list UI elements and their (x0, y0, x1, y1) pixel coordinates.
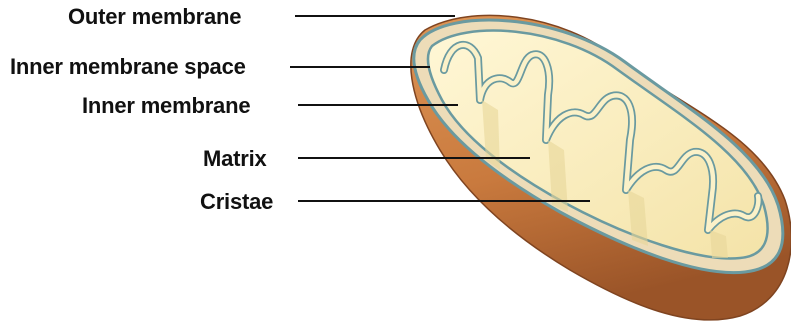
label-matrix: Matrix (203, 148, 267, 170)
label-inner-membrane: Inner membrane (82, 95, 250, 117)
leader-line-inner-membrane (298, 104, 458, 106)
label-inner-membrane-space: Inner membrane space (10, 56, 246, 78)
label-cristae: Cristae (200, 191, 273, 213)
leader-line-matrix (298, 157, 530, 159)
leader-line-inner-membrane-space (290, 66, 430, 68)
label-outer-membrane: Outer membrane (68, 6, 241, 28)
leader-line-outer-membrane (295, 15, 455, 17)
leader-line-cristae (298, 200, 590, 202)
